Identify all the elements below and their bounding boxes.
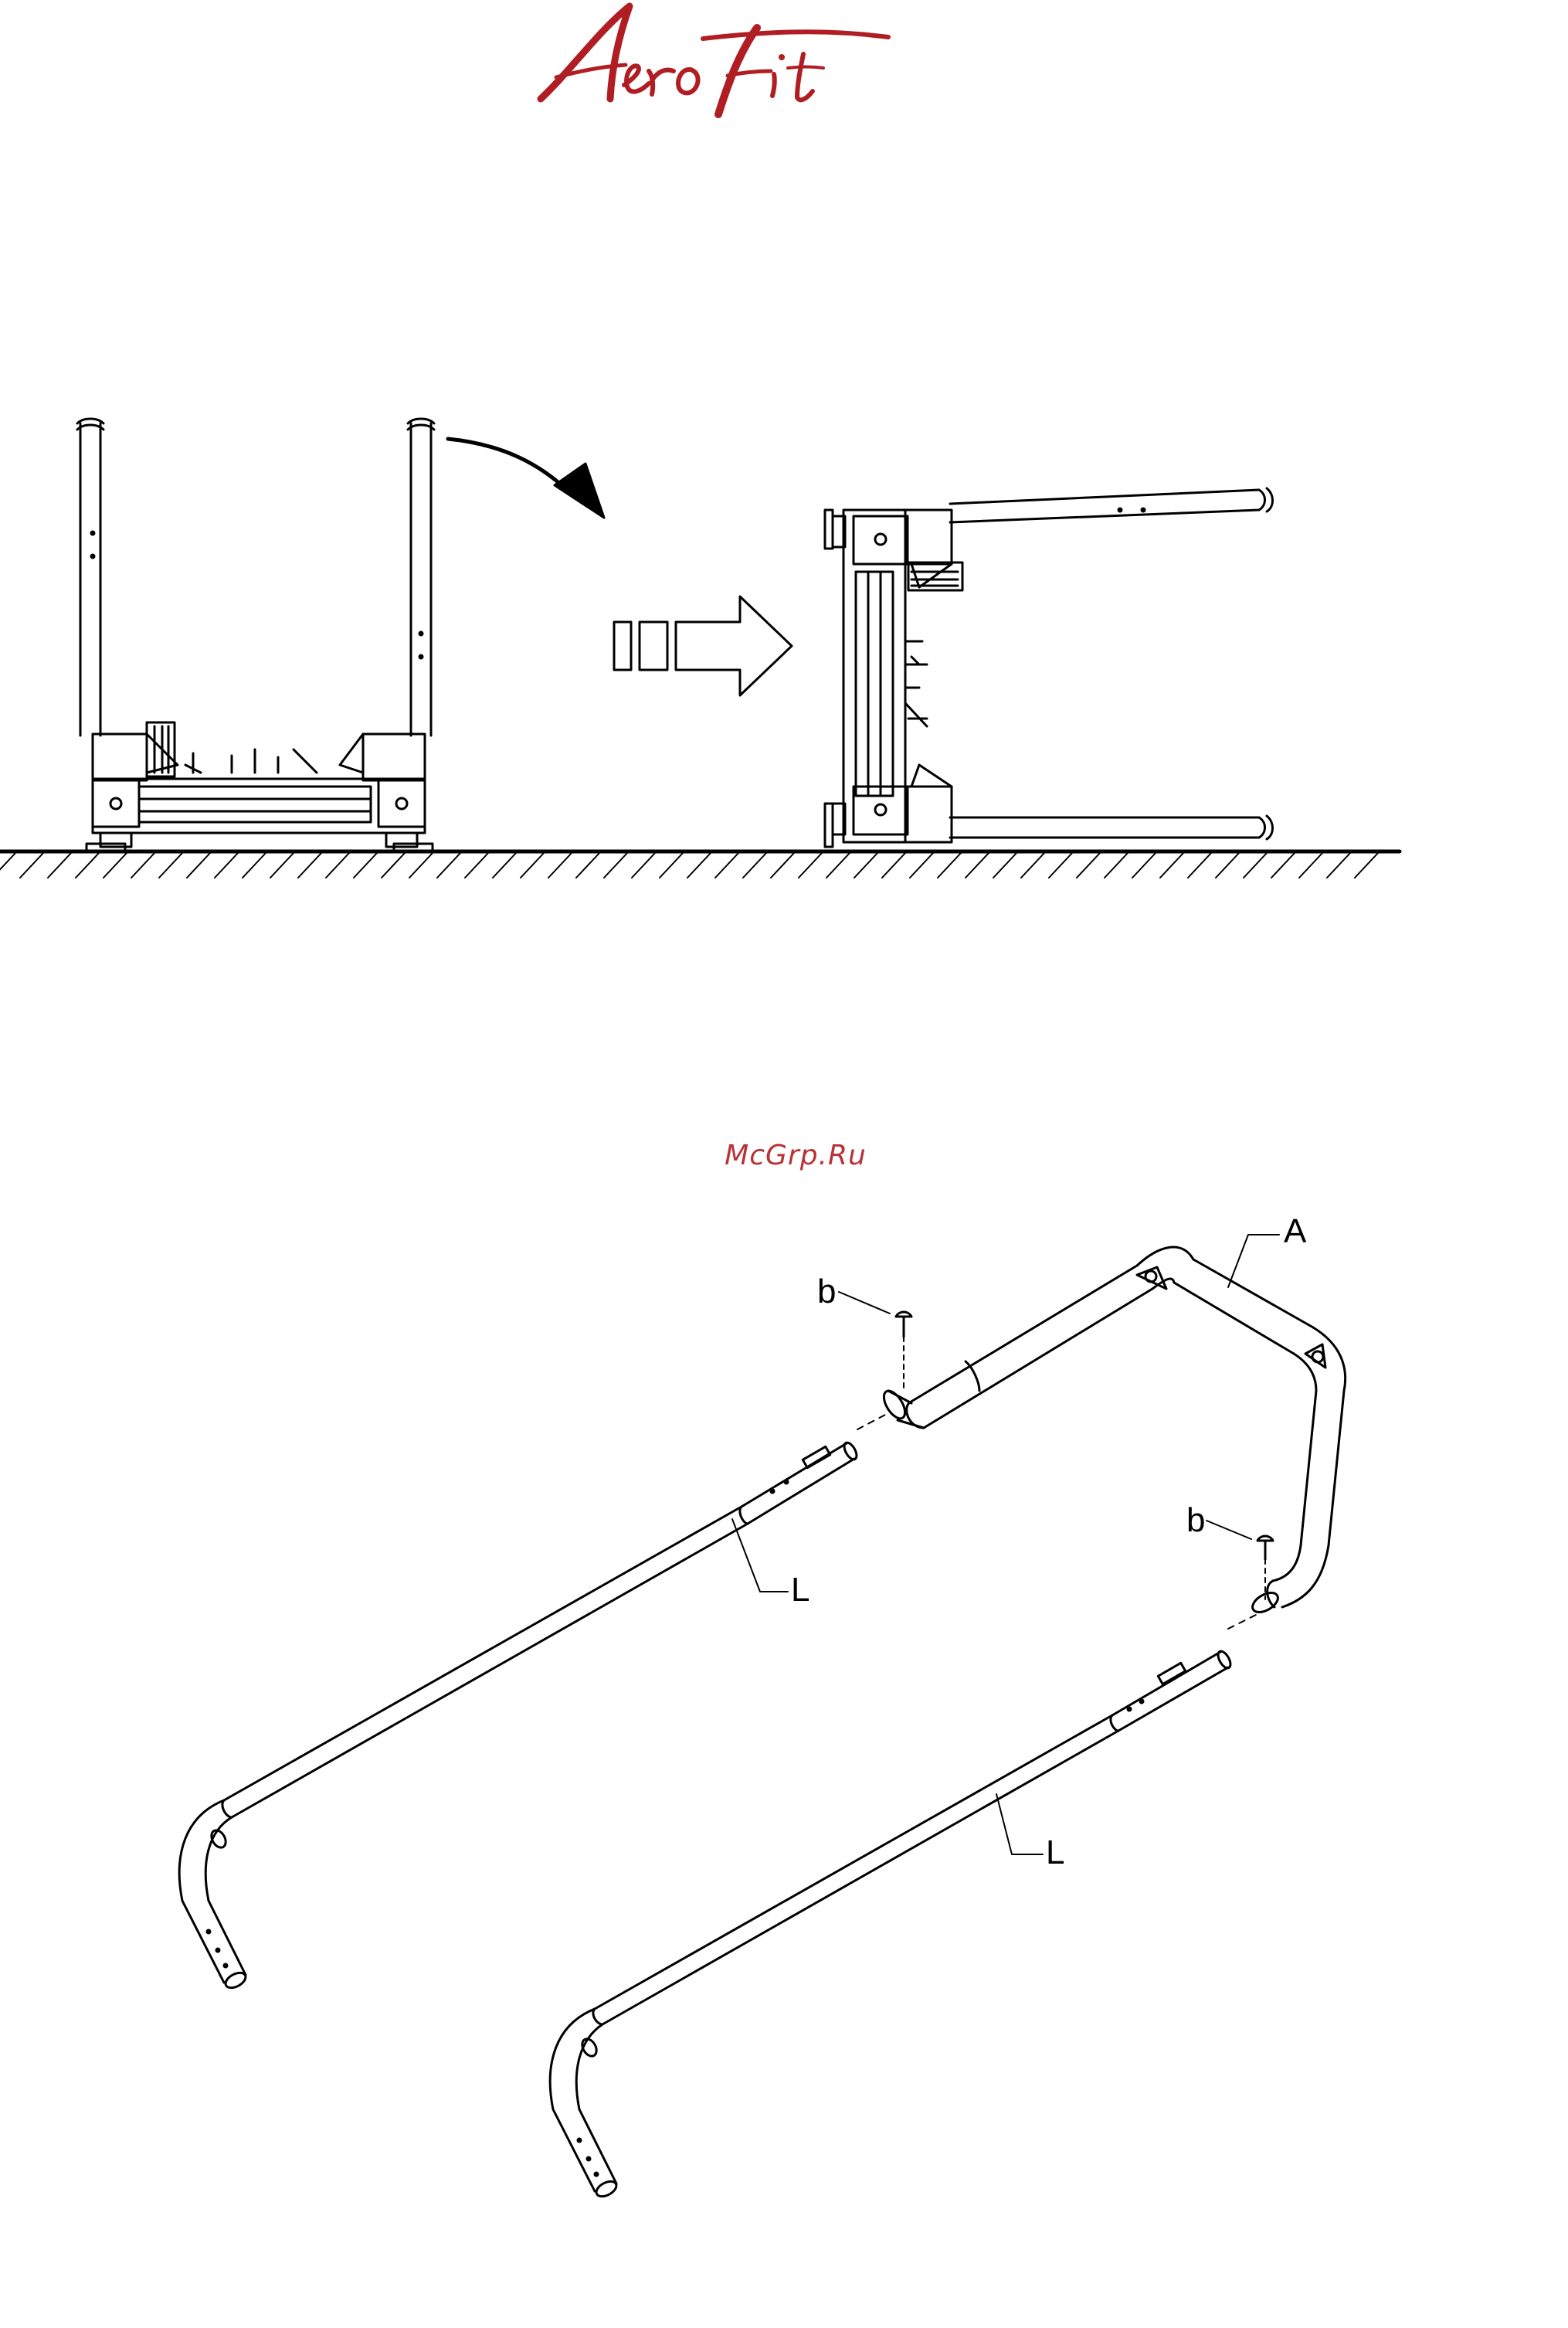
alignment-line-lower — [1228, 1613, 1259, 1629]
screw-b-top — [839, 1292, 911, 1391]
label-part-l-lower: L — [1046, 1836, 1064, 1870]
part-a-tube — [880, 1247, 1346, 1616]
screw-b-right — [1207, 1521, 1273, 1599]
leader-a — [1228, 1235, 1279, 1287]
part-l-tube-lower — [550, 1650, 1233, 2200]
label-screw-b-right: b — [1186, 1504, 1205, 1538]
alignment-line-upper — [857, 1414, 887, 1429]
label-screw-b-top: b — [817, 1275, 836, 1309]
part-l-tube-upper — [179, 1441, 859, 1991]
label-part-l-upper: L — [791, 1573, 809, 1607]
label-part-a: A — [1284, 1215, 1306, 1249]
